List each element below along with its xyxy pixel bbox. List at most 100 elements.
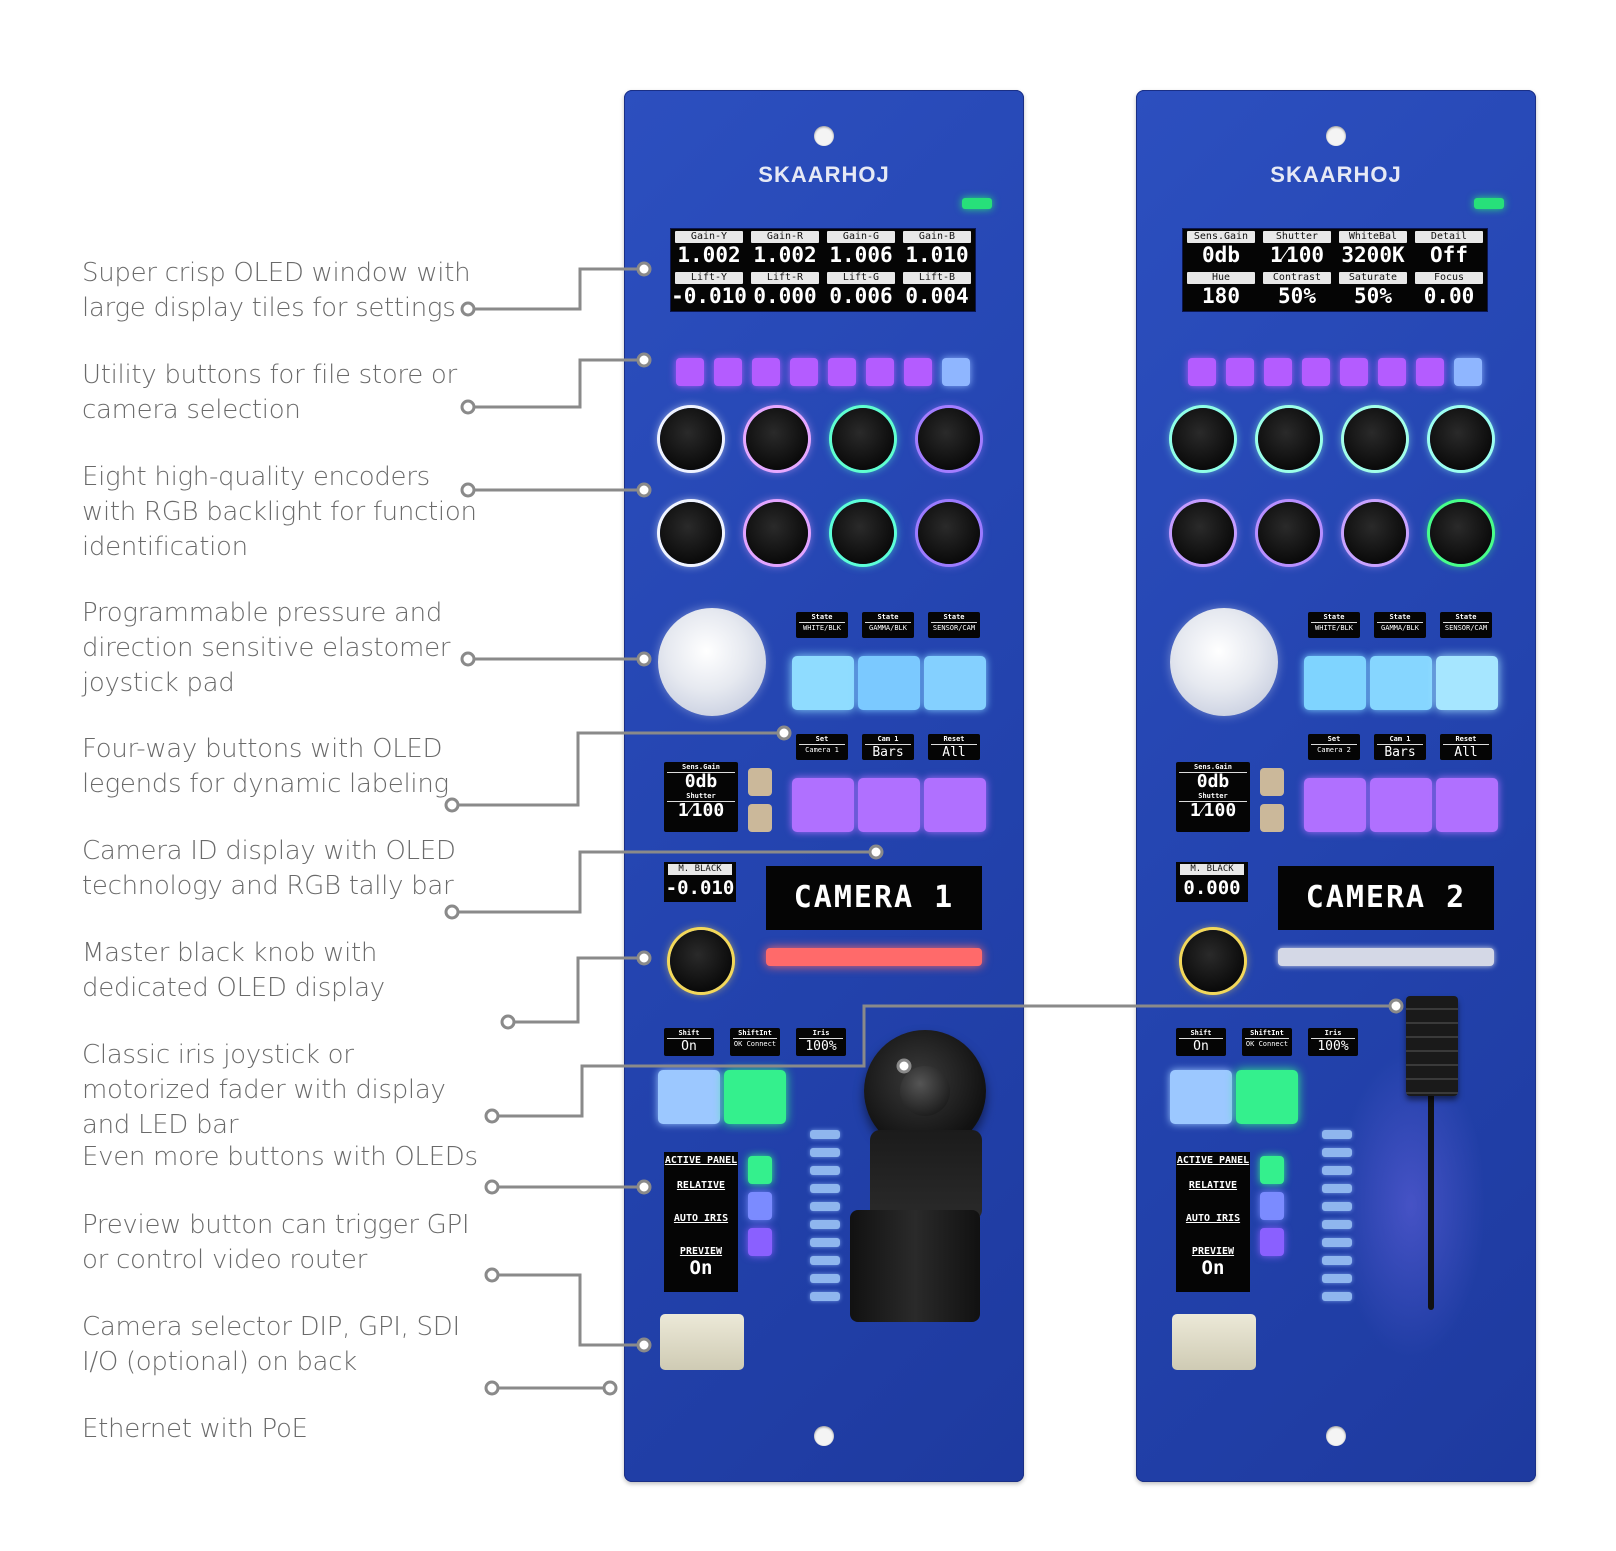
encoder-knob[interactable] bbox=[660, 408, 722, 470]
four-way-button[interactable] bbox=[748, 768, 772, 796]
four-way-button[interactable] bbox=[1260, 768, 1284, 796]
led-segment bbox=[1322, 1220, 1352, 1229]
encoder-knob[interactable] bbox=[746, 502, 808, 564]
caption-four-way-buttons: Four-way buttons with OLED legends for d… bbox=[82, 734, 449, 799]
callout-dot bbox=[602, 1380, 618, 1396]
encoder-knob[interactable] bbox=[1344, 502, 1406, 564]
encoder-knob[interactable] bbox=[1172, 502, 1234, 564]
utility-button[interactable] bbox=[1378, 358, 1406, 386]
joystick-pad[interactable] bbox=[1170, 608, 1278, 716]
callout-dot bbox=[460, 399, 476, 415]
encoder-knob[interactable] bbox=[1430, 408, 1492, 470]
four-way-button[interactable] bbox=[924, 778, 986, 832]
utility-button[interactable] bbox=[1264, 358, 1292, 386]
callout-line-four-way bbox=[452, 731, 784, 807]
fader-knob[interactable] bbox=[1406, 996, 1458, 1096]
encoder-knob[interactable] bbox=[660, 502, 722, 564]
oled-button[interactable] bbox=[1260, 1192, 1284, 1220]
encoder-knob[interactable] bbox=[1172, 408, 1234, 470]
encoder-knob[interactable] bbox=[1258, 408, 1320, 470]
state-button[interactable] bbox=[924, 656, 986, 710]
function-button[interactable] bbox=[1236, 1070, 1298, 1124]
four-way-button[interactable] bbox=[1260, 804, 1284, 832]
four-way-button[interactable] bbox=[792, 778, 854, 832]
state-button[interactable] bbox=[1304, 656, 1366, 710]
callout-dot bbox=[636, 261, 652, 277]
utility-button[interactable] bbox=[1302, 358, 1330, 386]
brand-logo: SKAARHOJ bbox=[758, 162, 890, 187]
oled-button[interactable] bbox=[748, 1156, 772, 1184]
utility-button[interactable] bbox=[942, 358, 970, 386]
utility-button[interactable] bbox=[866, 358, 894, 386]
callout-line-preview bbox=[492, 1273, 644, 1347]
encoder-knob[interactable] bbox=[1430, 502, 1492, 564]
led-segment bbox=[810, 1274, 840, 1283]
state-button[interactable] bbox=[1370, 656, 1432, 710]
oled-button[interactable] bbox=[748, 1192, 772, 1220]
utility-button[interactable] bbox=[676, 358, 704, 386]
state-button[interactable] bbox=[1436, 656, 1498, 710]
callout-line-iris-joystick bbox=[492, 1004, 1396, 1118]
oled-button[interactable] bbox=[1260, 1156, 1284, 1184]
oled-button[interactable] bbox=[1260, 1228, 1284, 1256]
utility-button[interactable] bbox=[904, 358, 932, 386]
state-button[interactable] bbox=[792, 656, 854, 710]
encoder-knob[interactable] bbox=[918, 502, 980, 564]
oled-button[interactable] bbox=[748, 1228, 772, 1256]
encoder-knob[interactable] bbox=[918, 408, 980, 470]
utility-button[interactable] bbox=[828, 358, 856, 386]
encoder-knob[interactable] bbox=[1344, 408, 1406, 470]
callout-dot bbox=[636, 651, 652, 667]
status-led bbox=[962, 198, 992, 209]
four-way-button[interactable] bbox=[1370, 778, 1432, 832]
four-way-button[interactable] bbox=[1436, 778, 1498, 832]
caption-ethernet: Ethernet with PoE bbox=[82, 1414, 308, 1444]
iris-joystick-cap[interactable] bbox=[900, 1066, 950, 1116]
encoder-knob[interactable] bbox=[832, 502, 894, 564]
encoder-knob[interactable] bbox=[1258, 502, 1320, 564]
fader-track bbox=[1428, 1090, 1434, 1310]
utility-button[interactable] bbox=[752, 358, 780, 386]
encoder-knob[interactable] bbox=[832, 408, 894, 470]
preview-button[interactable] bbox=[660, 1314, 744, 1370]
preview-button[interactable] bbox=[1172, 1314, 1256, 1370]
four-way-button[interactable] bbox=[748, 804, 772, 832]
function-button[interactable] bbox=[1170, 1070, 1232, 1124]
utility-button[interactable] bbox=[1340, 358, 1368, 386]
state-button[interactable] bbox=[858, 656, 920, 710]
master-black-knob[interactable] bbox=[1182, 930, 1244, 992]
tally-bar bbox=[766, 948, 982, 966]
master-black-knob[interactable] bbox=[670, 930, 732, 992]
led-segment bbox=[810, 1202, 840, 1211]
utility-button[interactable] bbox=[1416, 358, 1444, 386]
four-way-button[interactable] bbox=[858, 778, 920, 832]
utility-button[interactable] bbox=[1226, 358, 1254, 386]
callout-dot bbox=[868, 844, 884, 860]
utility-button[interactable] bbox=[714, 358, 742, 386]
callout-dot bbox=[484, 1179, 500, 1195]
utility-button[interactable] bbox=[790, 358, 818, 386]
callout-dot bbox=[460, 651, 476, 667]
four-way-button[interactable] bbox=[1304, 778, 1366, 832]
joystick-pad[interactable] bbox=[658, 608, 766, 716]
function-button[interactable] bbox=[724, 1070, 786, 1124]
encoder-knob[interactable] bbox=[746, 408, 808, 470]
utility-button[interactable] bbox=[1454, 358, 1482, 386]
utility-button[interactable] bbox=[1188, 358, 1216, 386]
function-button[interactable] bbox=[658, 1070, 720, 1124]
callout-dot bbox=[500, 1014, 516, 1030]
